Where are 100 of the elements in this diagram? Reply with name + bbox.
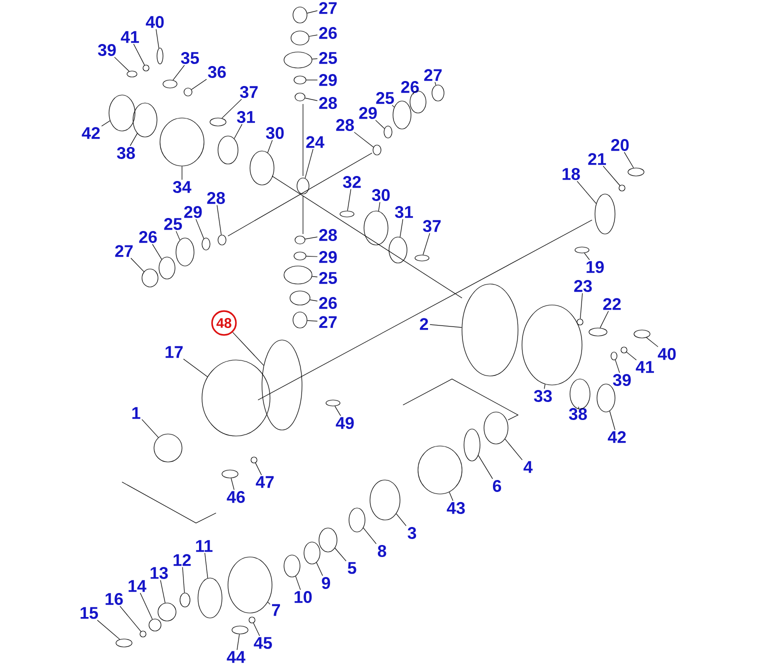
- part-outline: [304, 542, 320, 564]
- callout-number: 27: [115, 245, 133, 257]
- leader-line: [183, 358, 208, 378]
- leader-line: [182, 566, 185, 594]
- leader-line: [176, 230, 180, 240]
- callout-number: 30: [372, 188, 390, 201]
- part-outline: [370, 480, 400, 520]
- leader-line: [434, 82, 436, 86]
- callout-number: 30: [266, 126, 284, 139]
- callout-number: 25: [319, 272, 337, 284]
- callout-number: 26: [319, 27, 337, 39]
- callout-number: 8: [378, 545, 386, 557]
- callout-number: 44: [226, 651, 246, 663]
- callout-number: 5: [348, 562, 356, 574]
- part-outline: [142, 64, 150, 72]
- callout-number: 16: [106, 593, 123, 605]
- part-outline: [160, 118, 204, 166]
- callout-number: 2: [420, 318, 428, 330]
- part-outline: [388, 236, 408, 264]
- part-outline: [250, 150, 274, 186]
- callout-number: 17: [166, 346, 183, 358]
- callout-number: 10: [294, 591, 312, 603]
- callout-number: 1: [132, 407, 140, 419]
- leader-line: [114, 56, 130, 72]
- callout-number: 28: [319, 229, 337, 241]
- leader-line: [120, 606, 142, 632]
- leader-line: [396, 513, 406, 526]
- leader-line: [222, 98, 242, 118]
- part-outline: [418, 446, 462, 494]
- leader-line: [236, 634, 240, 650]
- part-outline: [148, 618, 162, 632]
- part-outline: [290, 290, 310, 306]
- callout-number: 38: [116, 146, 135, 159]
- callout-number: 41: [636, 361, 654, 373]
- callout-number: 14: [128, 580, 146, 592]
- callout-number: 9: [322, 577, 330, 589]
- callout-number: 29: [359, 107, 377, 119]
- callout-number: 31: [394, 206, 413, 218]
- leader-line: [600, 310, 609, 328]
- leader-line: [312, 58, 318, 60]
- part-outline: [142, 268, 158, 288]
- callout-number: 32: [342, 176, 361, 188]
- callout-number: 26: [319, 297, 337, 309]
- callout-number: 27: [319, 316, 337, 328]
- leader-line: [196, 218, 204, 239]
- part-outline: [284, 554, 300, 578]
- callout-number: 41: [120, 31, 139, 43]
- callout-number: 20: [611, 139, 629, 151]
- leader-line: [216, 204, 222, 236]
- callout-number: 35: [180, 52, 199, 64]
- part-outline: [156, 48, 164, 64]
- leader-line: [308, 34, 318, 37]
- part-outline: [284, 266, 312, 284]
- callout-number: 15: [80, 607, 98, 619]
- leader-line: [354, 132, 374, 148]
- leader-line: [204, 552, 208, 578]
- part-outline: [522, 304, 582, 386]
- part-outline: [576, 318, 584, 326]
- callout-number: 12: [174, 554, 191, 566]
- part-outline: [222, 470, 238, 478]
- part-outline: [588, 328, 608, 336]
- leader-line: [646, 337, 658, 348]
- leader-line: [478, 455, 493, 480]
- part-outline: [184, 88, 192, 96]
- part-outline: [162, 80, 178, 88]
- callout-number: 49: [336, 417, 354, 429]
- leader-line: [624, 152, 634, 168]
- leader-line: [152, 244, 162, 260]
- part-outline: [218, 234, 226, 246]
- part-outline: [628, 168, 644, 176]
- part-outline: [574, 246, 590, 254]
- leader-line: [304, 148, 314, 178]
- leader-line: [267, 602, 270, 605]
- leader-line: [392, 104, 394, 108]
- callout-number: 37: [240, 86, 258, 98]
- callout-number: 28: [336, 119, 354, 131]
- callout-number: 13: [150, 566, 168, 579]
- leader-line: [334, 548, 346, 562]
- part-outline: [462, 284, 518, 376]
- part-outline: [340, 210, 354, 218]
- callout-number: 25: [319, 52, 337, 64]
- part-outline: [202, 238, 210, 250]
- part-outline: [140, 630, 146, 638]
- callout-number: 28: [319, 97, 337, 109]
- leader-line: [306, 256, 318, 257]
- callout-number: 38: [568, 408, 587, 420]
- callout-number: 29: [184, 206, 202, 218]
- leader-line: [191, 78, 207, 90]
- leader-line: [578, 406, 580, 410]
- callout-number: 40: [146, 16, 164, 28]
- part-outline: [248, 616, 256, 624]
- part-outline: [610, 352, 618, 360]
- callout-number: 24: [306, 136, 324, 148]
- leader-line: [172, 64, 185, 80]
- callout-number: 45: [254, 637, 272, 649]
- part-outline: [126, 70, 138, 78]
- leader-line: [504, 438, 523, 460]
- part-outline: [384, 126, 392, 138]
- leader-line: [234, 124, 242, 139]
- leader-line: [140, 592, 153, 620]
